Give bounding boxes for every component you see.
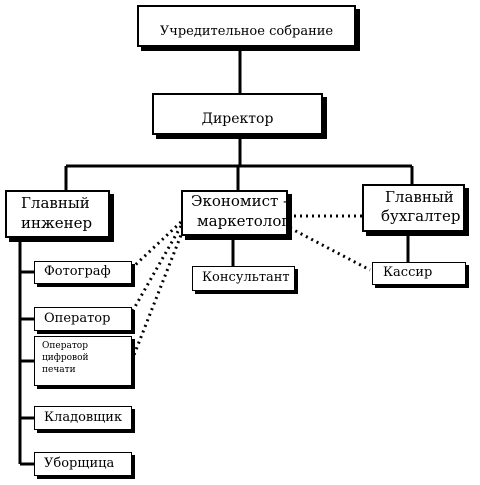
digital-print-operator-line1: Оператор — [42, 341, 88, 351]
economist-label-line1: Экономист - — [191, 192, 289, 210]
dotted-economist-digital-operator — [130, 229, 185, 361]
chief-engineer-label-line2: инженер — [21, 214, 93, 232]
chief-engineer-label-line1: Главный — [21, 194, 90, 212]
dotted-connectors — [130, 214, 371, 361]
storekeeper-box — [34, 406, 132, 430]
solid-connectors — [18, 47, 414, 466]
cleaner-label: Уборщица — [44, 456, 115, 471]
founders-label: Учредительное собрание — [159, 24, 334, 39]
dotted-economist-photographer — [130, 220, 183, 270]
dotted-economist-cashier — [289, 226, 371, 272]
operator-label: Оператор — [44, 311, 111, 326]
chief-accountant-box — [362, 184, 465, 232]
chief-accountant-label-line1: Главный — [385, 188, 454, 206]
digital-print-operator-line3: печати — [42, 365, 76, 375]
digital-print-operator-line2: цифровой — [42, 353, 89, 363]
storekeeper-label: Кладовщик — [44, 410, 123, 425]
chief-accountant-label-line2: бухгалтер — [381, 207, 461, 225]
consultant-box — [192, 266, 295, 291]
economist-box — [181, 190, 288, 236]
director-label: Директор — [201, 111, 274, 127]
cleaner-box — [34, 452, 132, 476]
photographer-label: Фотограф — [44, 264, 111, 279]
cashier-box — [372, 262, 466, 285]
photographer-box — [34, 261, 132, 284]
economist-label-line2: маркетолог — [197, 212, 290, 230]
chief-engineer-box — [5, 190, 110, 238]
digital-print-operator-box — [34, 336, 132, 386]
founders-box — [137, 5, 356, 47]
director-box — [152, 93, 323, 135]
operator-box — [34, 307, 132, 331]
cashier-label: Кассир — [383, 265, 433, 280]
consultant-label: Консультант — [202, 270, 290, 285]
dotted-economist-operator — [130, 225, 183, 313]
